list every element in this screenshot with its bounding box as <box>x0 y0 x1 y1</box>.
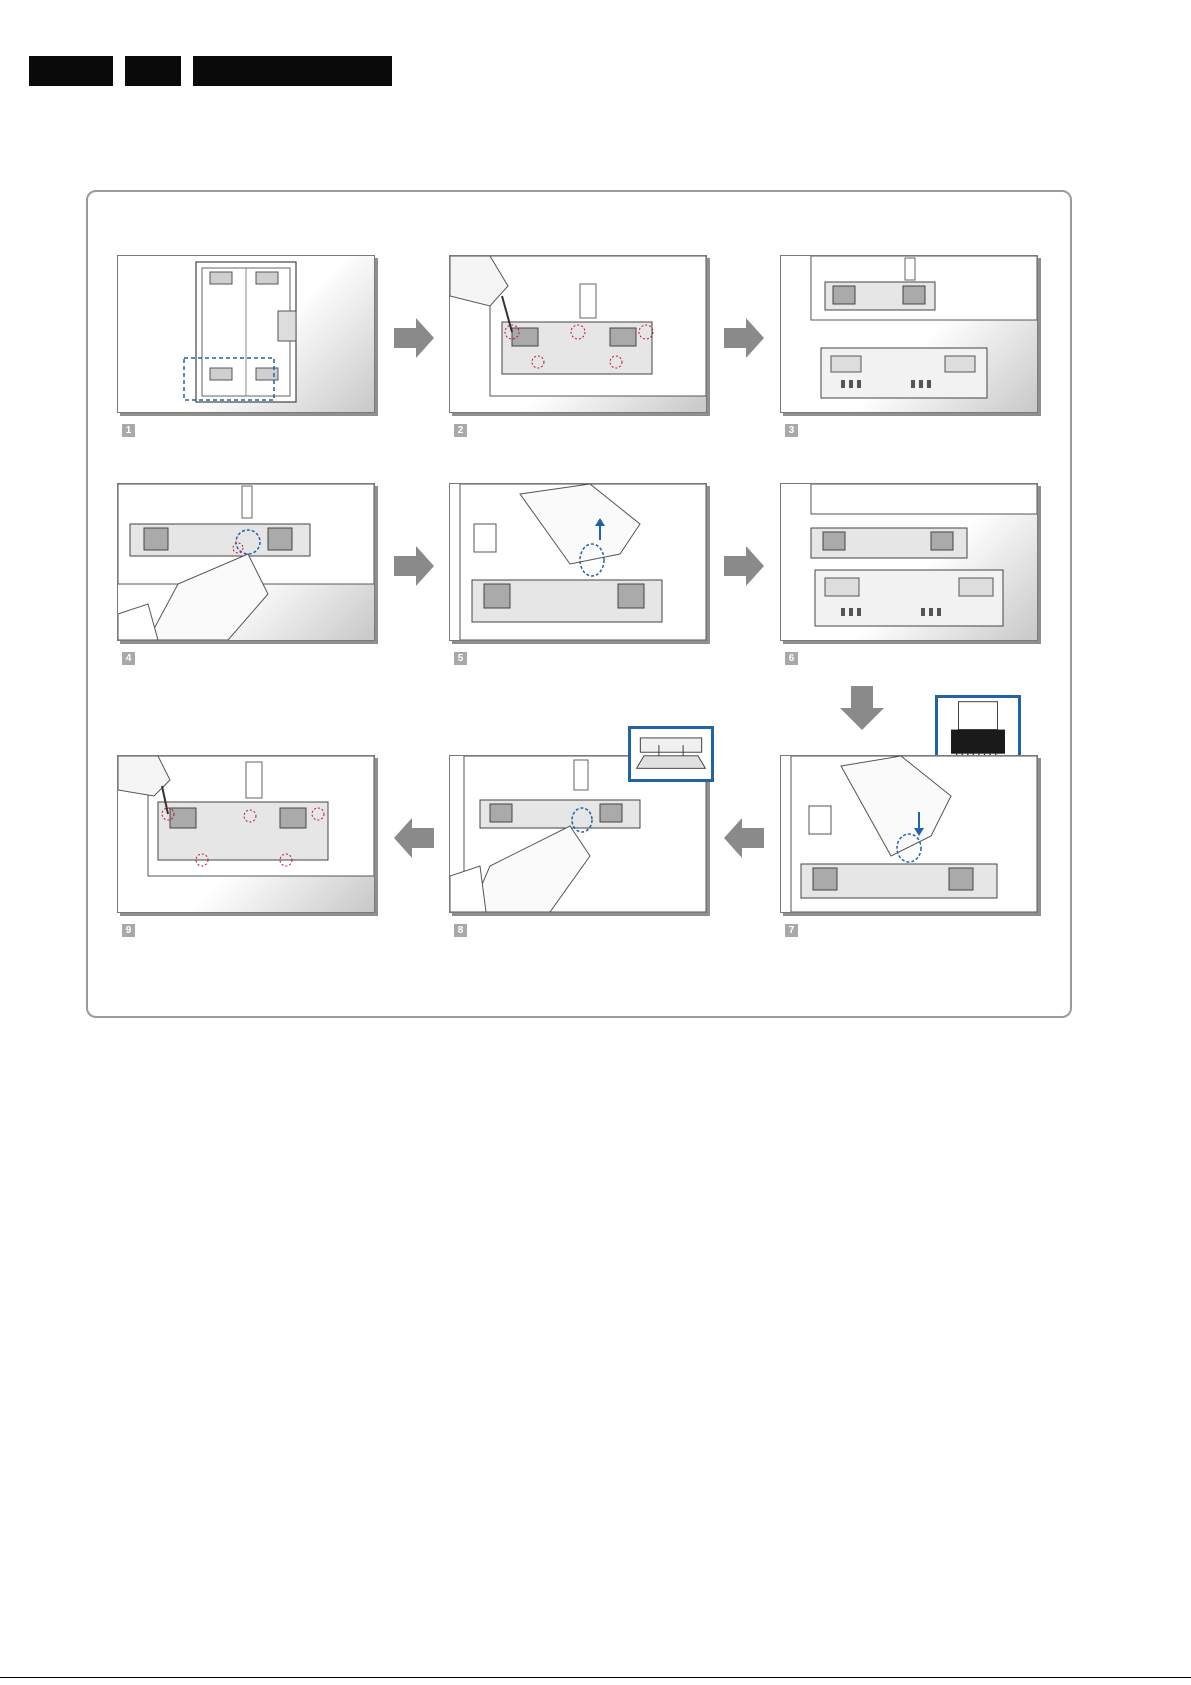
step-7-number: 7 <box>785 924 798 937</box>
step-4-label: 4 <box>122 652 135 665</box>
step-1-label: 1 <box>122 424 135 437</box>
arrow-left-2 <box>724 818 764 858</box>
step-5-illustration <box>449 483 707 641</box>
step-3-label: 3 <box>785 424 798 437</box>
arrow-right-3 <box>394 546 434 586</box>
step-3-illustration <box>780 255 1038 413</box>
step-8-number: 8 <box>454 924 467 937</box>
step-4-number: 4 <box>122 652 135 665</box>
step-9-label: 9 <box>122 924 135 937</box>
step-5-number: 5 <box>454 652 467 665</box>
step-2-illustration <box>449 255 707 413</box>
step-7-illustration <box>780 755 1038 913</box>
header-block-2 <box>125 56 181 86</box>
step-8-connector-detail <box>628 726 714 782</box>
header-block-3 <box>193 56 392 86</box>
arrow-right-1 <box>394 318 434 358</box>
step-2-number: 2 <box>454 424 467 437</box>
step-4-illustration <box>117 483 375 641</box>
arrow-down <box>840 686 884 730</box>
step-9-illustration <box>117 755 375 913</box>
step-1-number: 1 <box>122 424 135 437</box>
arrow-right-4 <box>724 546 764 586</box>
step-7-label: 7 <box>785 924 798 937</box>
step-9-number: 9 <box>122 924 135 937</box>
arrow-right-2 <box>724 318 764 358</box>
step-3-number: 3 <box>785 424 798 437</box>
step-6-number: 6 <box>785 652 798 665</box>
footer-rule <box>0 1677 1191 1678</box>
step-5-label: 5 <box>454 652 467 665</box>
arrow-left-1 <box>394 818 434 858</box>
step-2-label: 2 <box>454 424 467 437</box>
step-6-label: 6 <box>785 652 798 665</box>
step-6-illustration <box>780 483 1038 641</box>
header-block-1 <box>29 56 113 86</box>
step-8-label: 8 <box>454 924 467 937</box>
step-1-illustration <box>117 255 375 413</box>
